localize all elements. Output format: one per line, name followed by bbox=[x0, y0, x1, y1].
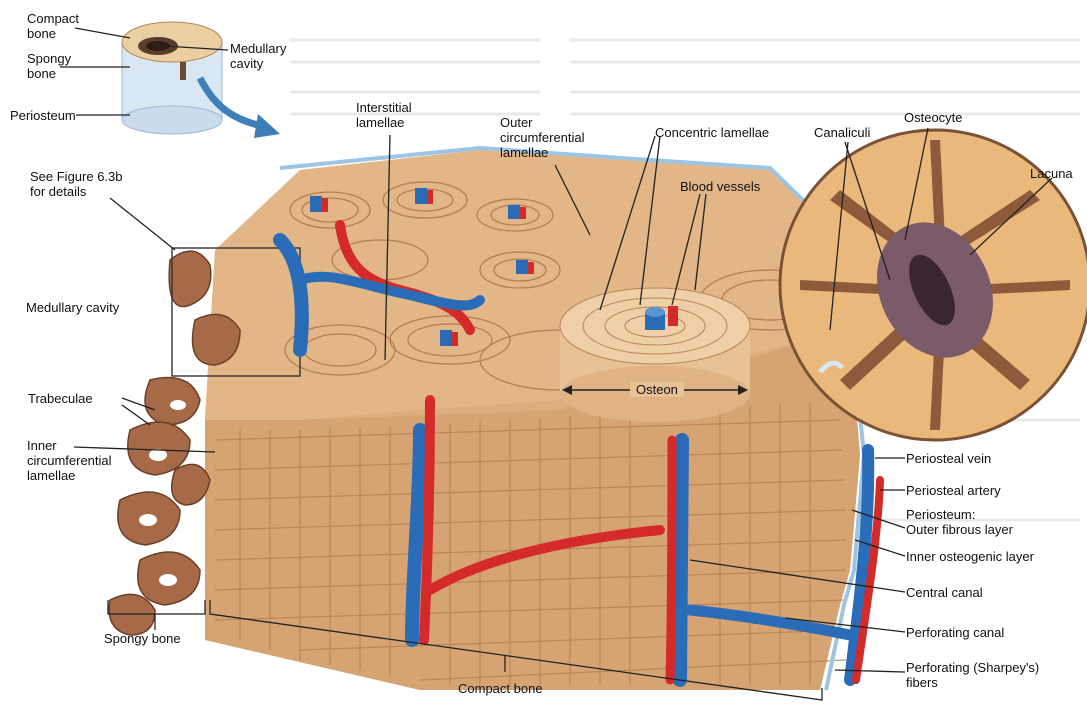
osteon-cylinder bbox=[560, 288, 750, 422]
label-periosteal-vein: Periosteal vein bbox=[906, 451, 991, 466]
compact-bone-block bbox=[205, 144, 868, 690]
label-canaliculi: Canaliculi bbox=[814, 125, 870, 140]
label-interstitial-lamellae: Interstitial lamellae bbox=[356, 100, 412, 130]
label-perforating-canal: Perforating canal bbox=[906, 625, 1004, 640]
label-see-figure: See Figure 6.3b for details bbox=[30, 169, 123, 199]
label-medullary-cavity-top: Medullary cavity bbox=[230, 41, 286, 71]
label-outer-circumferential-lamellae: Outer circumferential lamellae bbox=[500, 115, 585, 160]
label-lacuna: Lacuna bbox=[1030, 166, 1073, 181]
label-periosteum-top: Periosteum bbox=[10, 108, 76, 123]
label-osteon: Osteon bbox=[630, 382, 684, 397]
label-central-canal: Central canal bbox=[906, 585, 983, 600]
label-perforating-fibers: Perforating (Sharpey's) fibers bbox=[906, 660, 1039, 690]
label-blood-vessels: Blood vessels bbox=[680, 179, 760, 194]
label-inner-osteogenic-layer: Inner osteogenic layer bbox=[906, 549, 1034, 564]
label-osteocyte: Osteocyte bbox=[904, 110, 963, 125]
inset-arrow-head bbox=[254, 114, 280, 138]
label-concentric-lamellae: Concentric lamellae bbox=[655, 125, 769, 140]
label-spongy-bone-bottom: Spongy bone bbox=[104, 631, 181, 646]
label-inner-circumferential-lamellae: Inner circumferential lamellae bbox=[27, 438, 112, 483]
label-trabeculae: Trabeculae bbox=[28, 391, 93, 406]
label-medullary-cavity: Medullary cavity bbox=[26, 300, 119, 315]
label-periosteal-artery: Periosteal artery bbox=[906, 483, 1001, 498]
long-bone-inset bbox=[122, 22, 222, 134]
label-compact-bone-top: Compact bone bbox=[27, 11, 79, 41]
label-spongy-bone-top: Spongy bone bbox=[27, 51, 71, 81]
label-compact-bone-bottom: Compact bone bbox=[458, 681, 543, 696]
label-periosteum-outer-fibrous-layer: Periosteum: Outer fibrous layer bbox=[906, 507, 1013, 537]
